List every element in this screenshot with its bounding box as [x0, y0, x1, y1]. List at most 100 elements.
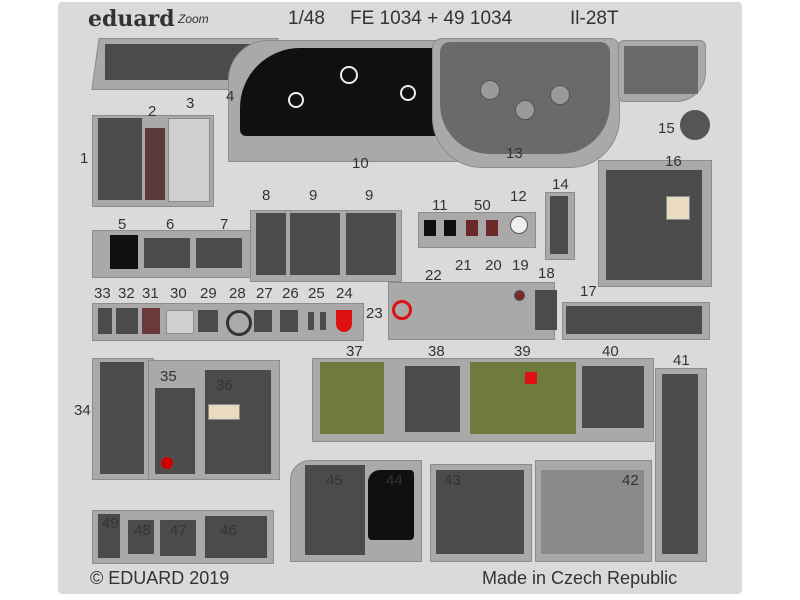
- part-label: 22: [425, 267, 442, 284]
- part-label: 47: [170, 522, 187, 539]
- part-label: 27: [256, 285, 273, 302]
- part-label: 35: [160, 368, 177, 385]
- part-label: 49: [102, 515, 119, 532]
- part-47: [160, 520, 196, 556]
- part-34-panel: [100, 362, 144, 474]
- part-32: [116, 308, 138, 334]
- part-28: [226, 310, 252, 336]
- part-label: 28: [229, 285, 246, 302]
- part-9-panel-left: [290, 213, 340, 275]
- part-label: 45: [326, 472, 343, 489]
- part-label: 5: [118, 216, 127, 233]
- model-name: Il-28T: [570, 8, 619, 29]
- part-label: 2: [148, 103, 157, 120]
- part-label: 11: [432, 197, 448, 214]
- part-label: 44: [386, 472, 403, 489]
- part-41-panel: [662, 374, 698, 554]
- part-31: [142, 308, 160, 334]
- part-49: [98, 514, 120, 558]
- part-1-panel: [98, 118, 142, 200]
- part-2-panel: [145, 128, 165, 200]
- part-33: [98, 308, 112, 334]
- part-15: [680, 110, 710, 140]
- gauge-icon: [515, 100, 535, 120]
- part-13-panel: [440, 42, 610, 154]
- switch-50: [486, 220, 498, 236]
- eduard-logo: eduard: [88, 6, 175, 32]
- parts-18-23-frame: [388, 282, 555, 340]
- part-label: 41: [673, 352, 690, 369]
- part-label: 13: [506, 145, 523, 162]
- part-label: 25: [308, 285, 325, 302]
- part-label: 34: [74, 402, 91, 419]
- zoom-logo: Zoom: [178, 12, 209, 26]
- part-label: 42: [622, 472, 639, 489]
- part-label: 46: [220, 522, 237, 539]
- part-39-panel: [470, 362, 576, 434]
- part-5-panel: [110, 235, 138, 269]
- part-label: 21: [455, 257, 472, 274]
- part-6-panel: [144, 238, 190, 268]
- part-14-panel: [550, 196, 568, 254]
- part-36-display: [208, 404, 240, 420]
- part-23: [392, 300, 412, 320]
- part-label: 8: [262, 187, 271, 204]
- part-label: 36: [216, 377, 233, 394]
- part-label: 26: [282, 285, 299, 302]
- gauge-icon: [550, 85, 570, 105]
- copyright: © EDUARD 2019: [90, 568, 230, 588]
- part-label: 30: [170, 285, 187, 302]
- part-39-indicator: [525, 372, 537, 384]
- part-27: [254, 310, 272, 332]
- part-label: 23: [366, 305, 383, 322]
- part-12: [510, 216, 528, 234]
- part-label: 9: [309, 187, 318, 204]
- part-35-knob: [160, 456, 174, 470]
- product-code: FE 1034 + 49 1034: [350, 8, 513, 29]
- part-label: 3: [186, 95, 195, 112]
- part-42-panel: [541, 470, 644, 554]
- gauge-icon: [288, 92, 304, 108]
- switch-50: [466, 220, 478, 236]
- part-label: 6: [166, 216, 175, 233]
- part-18: [535, 290, 557, 330]
- part-36-panel: [205, 370, 271, 474]
- part-7-panel: [196, 238, 242, 268]
- part-label: 38: [428, 343, 445, 360]
- part-label: 33: [94, 285, 111, 302]
- part-label: 39: [514, 343, 531, 360]
- part-label: 24: [336, 285, 353, 302]
- part-label: 19: [512, 257, 529, 274]
- part-45-panel: [305, 465, 365, 555]
- gauge-icon: [480, 80, 500, 100]
- part-48: [128, 520, 154, 554]
- part-label: 29: [200, 285, 217, 302]
- country-of-origin: Made in Czech Republic: [482, 568, 678, 588]
- part-25: [320, 312, 326, 330]
- gauge-icon: [340, 66, 358, 84]
- switch-11: [444, 220, 456, 236]
- part-9-panel-right: [346, 213, 396, 275]
- part-43-panel: [436, 470, 524, 554]
- scale-label: 1/48: [288, 8, 325, 29]
- part-46: [205, 516, 267, 558]
- part-29: [198, 310, 218, 332]
- part-label: 18: [538, 265, 555, 282]
- part-label: 12: [510, 188, 527, 205]
- part-label: 50: [474, 197, 491, 214]
- part-label: 32: [118, 285, 135, 302]
- part-8-panel: [256, 213, 286, 275]
- part-16-keypad: [666, 196, 690, 220]
- part-label: 40: [602, 343, 619, 360]
- part-label: 16: [665, 153, 682, 170]
- part-3-panel: [168, 118, 210, 202]
- part-label: 7: [220, 216, 229, 233]
- switch-11: [424, 220, 436, 236]
- part-label: 1: [80, 150, 89, 167]
- part-30: [166, 310, 194, 334]
- part-19: [514, 290, 525, 301]
- part-label: 15: [658, 120, 675, 137]
- part-16-panel: [606, 170, 702, 280]
- part-label: 48: [134, 522, 151, 539]
- gauge-icon: [400, 85, 416, 101]
